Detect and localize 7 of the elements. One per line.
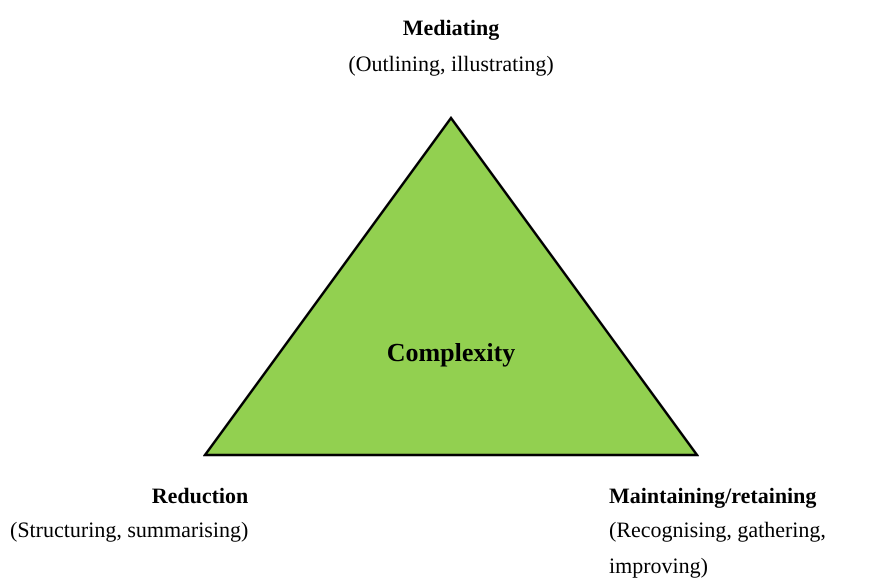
corner-description: (Structuring, summarising) — [10, 516, 250, 544]
corner-heading: Mediating — [402, 14, 500, 42]
corner-heading: Reduction — [150, 482, 250, 510]
corner-description: (Outlining, illustrating) — [347, 50, 555, 78]
triangle-label: Complexity — [386, 338, 516, 368]
corner-description: (Recognising, gathering, improving) — [609, 516, 827, 580]
corner-heading: Maintaining/retaining — [609, 482, 818, 510]
